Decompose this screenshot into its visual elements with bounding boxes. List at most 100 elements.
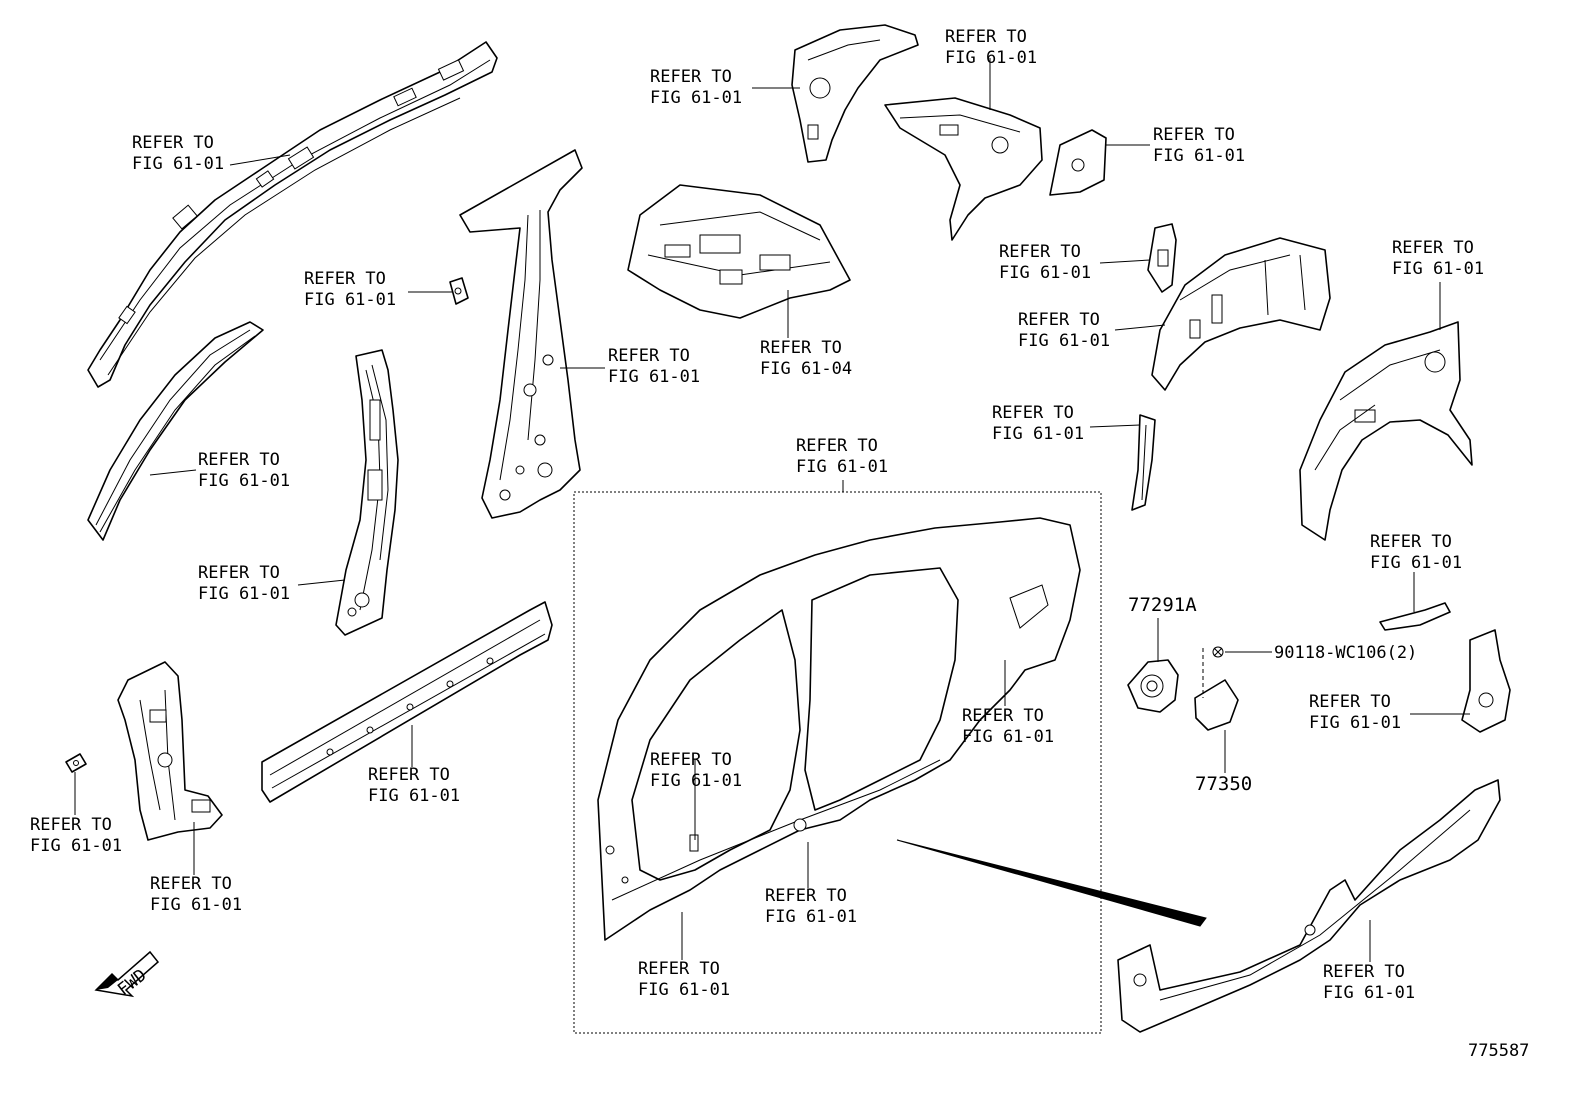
lower-rocker-part	[1379, 602, 1451, 631]
svg-text:REFER TO: REFER TO	[1370, 532, 1452, 552]
svg-text:FIG 61-01: FIG 61-01	[1323, 983, 1415, 1003]
inner-roof-rail-part	[87, 321, 264, 541]
fwd-arrow-icon: FWD	[94, 950, 160, 1000]
section-indicator	[896, 839, 1207, 927]
svg-text:REFER TO: REFER TO	[638, 959, 720, 979]
svg-text:FIG 61-01: FIG 61-01	[765, 907, 857, 927]
rear-lower-bracket-part	[1461, 629, 1511, 733]
rear-bracket-top-part	[791, 24, 919, 163]
svg-text:REFER TO: REFER TO	[1392, 238, 1474, 258]
svg-text:REFER TO: REFER TO	[765, 886, 847, 906]
small-clip-part	[449, 277, 469, 305]
leader-lines	[74, 58, 1470, 962]
callout-side-outer-panel: REFER TO FIG 61-01	[796, 436, 888, 477]
svg-text:FIG 61-01: FIG 61-01	[1370, 553, 1462, 573]
floor-pan-part	[627, 184, 851, 319]
rear-gusset-part	[1049, 129, 1107, 196]
svg-text:FIG 61-01: FIG 61-01	[608, 367, 700, 387]
callout-floor-pan: REFER TO FIG 61-04	[760, 338, 852, 379]
screw-part	[1212, 646, 1224, 658]
callout-roof-rail: REFER TO FIG 61-01	[132, 133, 224, 174]
svg-text:FIG 61-01: FIG 61-01	[150, 895, 242, 915]
svg-text:FIG 61-01: FIG 61-01	[304, 290, 396, 310]
svg-text:FIG 61-01: FIG 61-01	[368, 786, 460, 806]
part-number-77350: 77350	[1195, 773, 1252, 795]
callout-quarter-panel: REFER TO FIG 61-01	[962, 706, 1054, 747]
side-outer-panel-part	[597, 517, 1081, 941]
svg-text:REFER TO: REFER TO	[304, 269, 386, 289]
svg-text:FIG 61-01: FIG 61-01	[796, 457, 888, 477]
rear-rocker-part	[1117, 779, 1501, 1033]
svg-text:REFER TO: REFER TO	[650, 750, 732, 770]
callout-lower-rocker: REFER TO FIG 61-01	[1370, 532, 1462, 573]
svg-text:REFER TO: REFER TO	[30, 815, 112, 835]
svg-text:REFER TO: REFER TO	[1153, 125, 1235, 145]
svg-text:REFER TO: REFER TO	[760, 338, 842, 358]
svg-text:FIG 61-01: FIG 61-01	[638, 980, 730, 1000]
svg-text:FIG 61-01: FIG 61-01	[198, 584, 290, 604]
callout-center-pillar-inner: REFER TO FIG 61-01	[198, 563, 290, 604]
svg-text:REFER TO: REFER TO	[198, 563, 280, 583]
svg-text:REFER TO: REFER TO	[1018, 310, 1100, 330]
wheelhouse-outer-part	[1299, 321, 1473, 541]
svg-text:FIG 61-01: FIG 61-01	[650, 88, 742, 108]
callout-wheelhouse-inner: REFER TO FIG 61-01	[1018, 310, 1110, 351]
callout-small-bracket: REFER TO FIG 61-01	[999, 242, 1091, 283]
svg-text:REFER TO: REFER TO	[992, 403, 1074, 423]
callout-front-pillar-lower: REFER TO FIG 61-01	[150, 874, 242, 915]
callout-front-bracket: REFER TO FIG 61-01	[30, 815, 122, 856]
roof-side-rail-part	[87, 41, 498, 388]
rocker-inner-part	[261, 601, 553, 803]
svg-text:FIG 61-01: FIG 61-01	[1018, 331, 1110, 351]
callout-rear-bracket-top: REFER TO FIG 61-01	[650, 67, 742, 108]
quarter-brace-part	[1131, 414, 1156, 511]
callout-quarter-inner-top: REFER TO FIG 61-01	[945, 27, 1037, 68]
front-bracket-part	[65, 753, 87, 773]
svg-text:FIG 61-01: FIG 61-01	[992, 424, 1084, 444]
svg-text:REFER TO: REFER TO	[150, 874, 232, 894]
svg-text:REFER TO: REFER TO	[368, 765, 450, 785]
callout-wheelhouse-outer: REFER TO FIG 61-01	[1392, 238, 1484, 279]
fuel-lid-part	[1194, 679, 1239, 731]
svg-text:FIG 61-01: FIG 61-01	[1392, 259, 1484, 279]
callout-clip-small: REFER TO FIG 61-01	[304, 269, 396, 310]
callout-rear-rocker: REFER TO FIG 61-01	[1323, 962, 1415, 1003]
svg-text:REFER TO: REFER TO	[1323, 962, 1405, 982]
callout-rocker-inner: REFER TO FIG 61-01	[368, 765, 460, 806]
quarter-inner-top-part	[884, 97, 1043, 241]
callout-quarter-brace: REFER TO FIG 61-01	[992, 403, 1084, 444]
svg-text:REFER TO: REFER TO	[796, 436, 878, 456]
diagram-id: 775587	[1468, 1041, 1529, 1061]
fuel-housing-part	[1127, 659, 1179, 713]
svg-text:REFER TO: REFER TO	[945, 27, 1027, 47]
svg-text:REFER TO: REFER TO	[132, 133, 214, 153]
callout-pillar-patch: REFER TO FIG 61-01	[650, 750, 742, 791]
center-pillar-inner-part	[335, 349, 399, 636]
front-pillar-lower-part	[117, 661, 223, 841]
svg-text:FIG 61-01: FIG 61-01	[198, 471, 290, 491]
wheelhouse-inner-part	[1151, 237, 1331, 391]
svg-text:FIG 61-01: FIG 61-01	[945, 48, 1037, 68]
svg-text:FIG 61-01: FIG 61-01	[650, 771, 742, 791]
svg-text:REFER TO: REFER TO	[608, 346, 690, 366]
svg-text:REFER TO: REFER TO	[650, 67, 732, 87]
callout-rear-gusset: REFER TO FIG 61-01	[1153, 125, 1245, 166]
side-panel-group-box	[573, 491, 1102, 1034]
svg-text:REFER TO: REFER TO	[198, 450, 280, 470]
svg-text:FIG 61-01: FIG 61-01	[132, 154, 224, 174]
small-bracket-part	[1147, 223, 1177, 293]
callout-rear-lower-bracket: REFER TO FIG 61-01	[1309, 692, 1401, 733]
part-number-77291a: 77291A	[1128, 594, 1197, 616]
callout-rocker-outer: REFER TO FIG 61-01	[765, 886, 857, 927]
svg-text:REFER TO: REFER TO	[1309, 692, 1391, 712]
svg-text:FIG 61-01: FIG 61-01	[999, 263, 1091, 283]
callout-inner-rail: REFER TO FIG 61-01	[198, 450, 290, 491]
callout-front-pillar: REFER TO FIG 61-01	[638, 959, 730, 1000]
svg-text:FIG 61-01: FIG 61-01	[1153, 146, 1245, 166]
svg-text:FIG 61-01: FIG 61-01	[30, 836, 122, 856]
svg-text:FIG 61-01: FIG 61-01	[962, 727, 1054, 747]
svg-text:FIG 61-01: FIG 61-01	[1309, 713, 1401, 733]
svg-text:REFER TO: REFER TO	[999, 242, 1081, 262]
svg-text:REFER TO: REFER TO	[962, 706, 1044, 726]
